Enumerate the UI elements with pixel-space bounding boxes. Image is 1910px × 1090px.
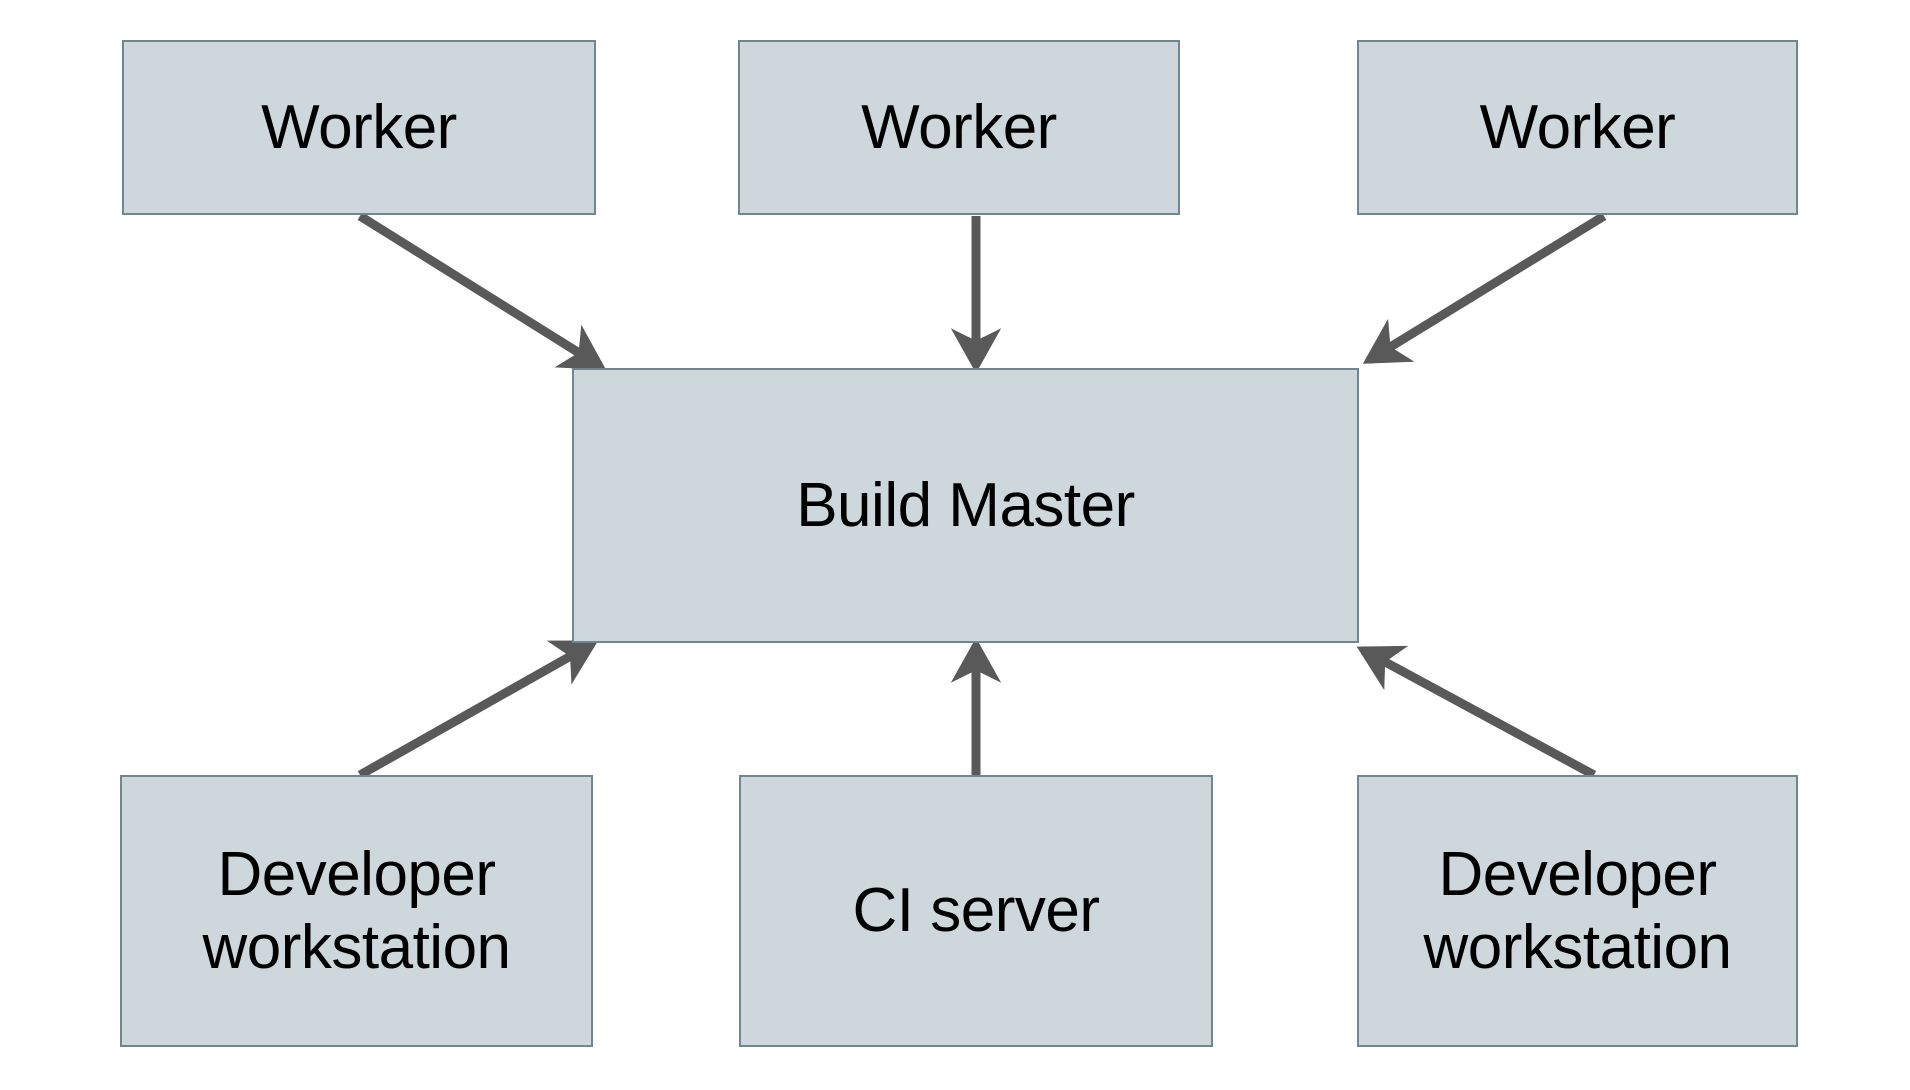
edge-worker-1-to-build-master: [357, 212, 607, 370]
node-label-ci-server: CI server: [852, 876, 1100, 946]
edge-worker-3-to-build-master: [1362, 212, 1607, 364]
node-worker-1[interactable]: Worker: [122, 40, 596, 215]
node-label-worker-1: Worker: [261, 92, 457, 162]
node-label-developer-workstation-right: Developer workstation: [1423, 839, 1732, 982]
node-label-developer-workstation-left: Developer workstation: [202, 839, 511, 982]
node-worker-2[interactable]: Worker: [738, 40, 1180, 215]
node-ci-server[interactable]: CI server: [739, 775, 1213, 1047]
edge-developer-workstation-right-to-build-master: [1356, 645, 1597, 779]
node-developer-workstation-left[interactable]: Developer workstation: [120, 775, 593, 1047]
node-label-worker-2: Worker: [861, 92, 1057, 162]
node-label-worker-3: Worker: [1479, 92, 1676, 162]
edge-developer-workstation-left-to-build-master: [357, 640, 599, 779]
node-developer-workstation-right[interactable]: Developer workstation: [1357, 775, 1798, 1047]
node-worker-3[interactable]: Worker: [1357, 40, 1798, 215]
node-build-master[interactable]: Build Master: [572, 368, 1359, 643]
node-label-build-master: Build Master: [796, 470, 1135, 540]
